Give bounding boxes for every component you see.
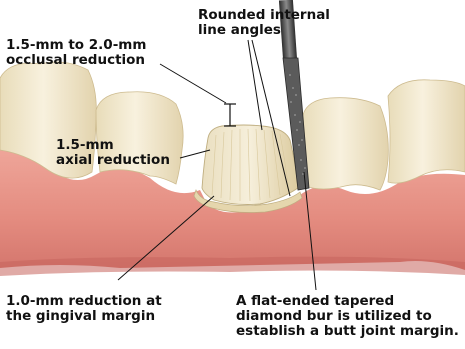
label-bur-line2: diamond bur is utilized to	[236, 309, 459, 324]
label-rounded-internal-line-angles: Rounded internal line angles	[198, 8, 330, 38]
label-diamond-bur: A flat-ended tapered diamond bur is util…	[236, 294, 459, 339]
right-premolar	[301, 98, 388, 190]
label-gingival-margin: 1.0-mm reduction at the gingival margin	[6, 294, 162, 324]
occlusal-reduction-marker	[224, 104, 236, 126]
label-bur-line1: A flat-ended tapered	[236, 294, 459, 309]
label-gingival-line2: the gingival margin	[6, 309, 162, 324]
label-occlusal-reduction: 1.5-mm to 2.0-mm occlusal reduction	[6, 38, 146, 68]
label-axial-line1: 1.5-mm	[56, 138, 170, 153]
gingiva-lower-band	[0, 257, 465, 276]
right-molar	[388, 80, 465, 183]
label-rounded-line2: line angles	[198, 23, 330, 38]
label-rounded-line1: Rounded internal	[198, 8, 330, 23]
label-occlusal-line1: 1.5-mm to 2.0-mm	[6, 38, 146, 53]
label-occlusal-line2: occlusal reduction	[6, 53, 146, 68]
leader-occlusal	[160, 64, 226, 103]
label-gingival-line1: 1.0-mm reduction at	[6, 294, 162, 309]
label-bur-line3: establish a butt joint margin.	[236, 324, 459, 339]
label-axial-line2: axial reduction	[56, 153, 170, 168]
label-axial-reduction: 1.5-mm axial reduction	[56, 138, 170, 168]
